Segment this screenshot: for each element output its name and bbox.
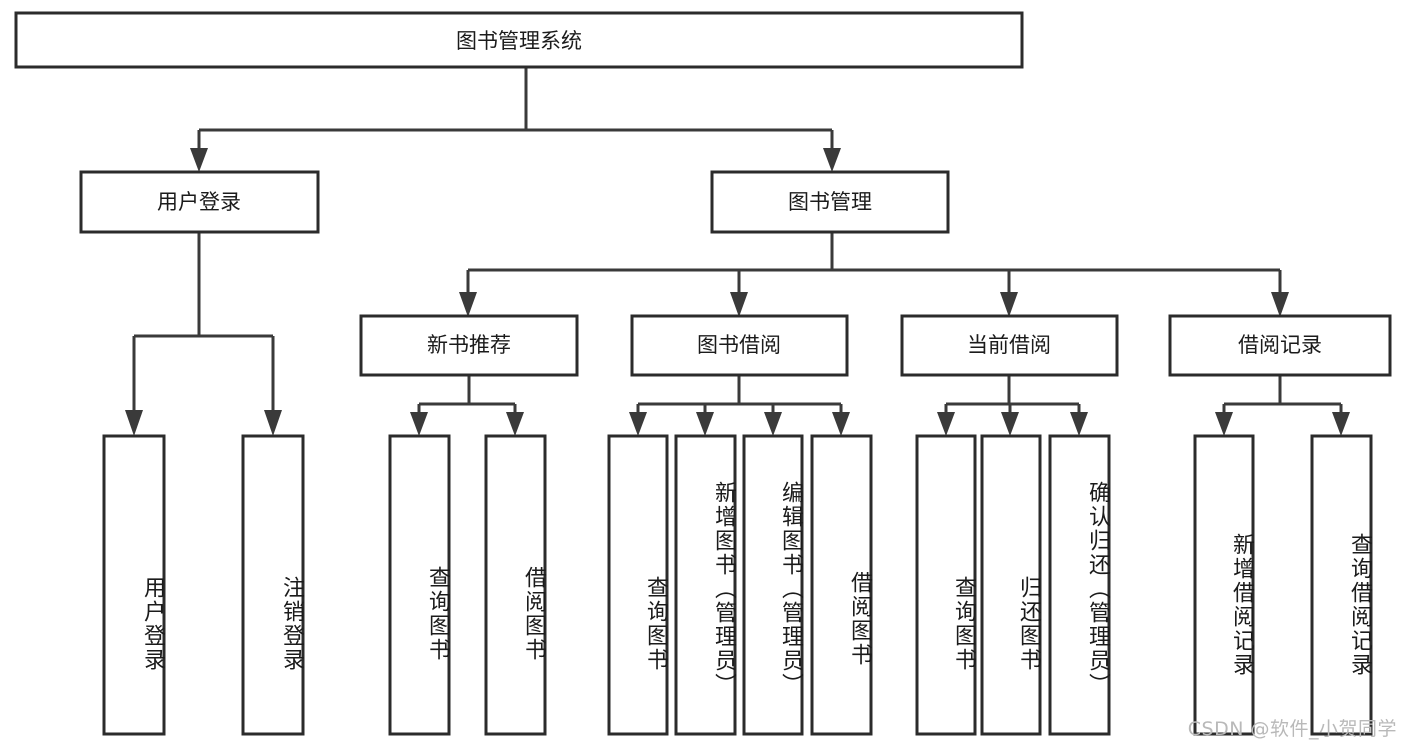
arrow-head-new-book-recommend [459, 292, 477, 317]
arrow-head-leaf-query-book-2 [629, 412, 647, 436]
leaf-user-login-box[interactable] [102, 434, 166, 736]
connector-group-root-to-level2 [190, 67, 841, 172]
leaf-borrow-book-1-box[interactable] [484, 434, 547, 736]
node-borrow-record[interactable]: 借阅记录 [1168, 314, 1392, 377]
leaf-logout-login-box[interactable] [241, 434, 305, 736]
arrow-head-leaf-borrow-book-2 [832, 412, 850, 436]
leaf-query-book-1-box[interactable] [388, 434, 451, 736]
connector-group-new-book-recommend-to-leaves [410, 375, 524, 436]
node-current-borrow-label: 当前借阅 [967, 333, 1051, 357]
arrow-head-leaf-borrow-book-1 [506, 412, 524, 436]
node-borrow-record-label: 借阅记录 [1238, 333, 1322, 357]
node-new-book-recommend[interactable]: 新书推荐 [359, 314, 579, 377]
node-book-borrow-box[interactable] [630, 314, 849, 377]
node-book-borrow-label: 图书借阅 [697, 333, 781, 357]
node-current-borrow[interactable]: 当前借阅 [900, 314, 1119, 377]
arrow-head-leaf-add-record [1215, 412, 1233, 436]
node-book-management-label: 图书管理 [788, 190, 872, 214]
node-root-label: 图书管理系统 [456, 29, 582, 53]
arrow-head-book-borrow [730, 292, 748, 317]
connector-group-user-login-to-leaves [125, 232, 282, 436]
connector-group-borrow-record-to-leaves [1215, 375, 1350, 436]
leaf-query-record-box[interactable] [1310, 434, 1373, 736]
arrow-head-leaf-query-record [1332, 412, 1350, 436]
node-root-box[interactable] [14, 11, 1024, 69]
node-borrow-record-box[interactable] [1168, 314, 1392, 377]
arrow-head-user-login [190, 148, 208, 172]
leaf-add-record-box[interactable] [1193, 434, 1255, 736]
node-root[interactable]: 图书管理系统 [14, 11, 1024, 69]
arrow-head-leaf-add-book [696, 412, 714, 436]
connector-group-current-borrow-to-leaves [937, 375, 1088, 436]
leaf-confirm-return-box[interactable] [1048, 434, 1111, 736]
arrow-head-leaf-user-login [125, 410, 143, 436]
node-new-book-recommend-box[interactable] [359, 314, 579, 377]
arrow-head-leaf-query-book-1 [410, 412, 428, 436]
arrow-head-leaf-return-book [1001, 412, 1019, 436]
node-book-borrow[interactable]: 图书借阅 [630, 314, 849, 377]
leaf-boxes [102, 434, 1373, 736]
leaf-return-book-box[interactable] [980, 434, 1042, 736]
arrow-head-borrow-record [1271, 292, 1289, 317]
connector-group-book-borrow-to-leaves [629, 375, 850, 436]
arrow-head-book-management [823, 148, 841, 172]
node-book-management[interactable]: 图书管理 [710, 170, 950, 234]
node-book-management-box[interactable] [710, 170, 950, 234]
leaf-borrow-book-2-box[interactable] [810, 434, 873, 736]
arrow-head-leaf-confirm-return [1070, 412, 1088, 436]
leaf-add-book-box[interactable] [674, 434, 737, 736]
node-new-book-recommend-label: 新书推荐 [427, 333, 511, 357]
node-user-login-box[interactable] [79, 170, 320, 234]
arrow-head-leaf-logout-login [264, 410, 282, 436]
connector-group-book-management-to-level3 [459, 232, 1289, 317]
leaf-query-book-2-box[interactable] [607, 434, 669, 736]
arrow-head-leaf-query-book-3 [937, 412, 955, 436]
arrow-head-leaf-edit-book [764, 412, 782, 436]
node-user-login-label: 用户登录 [157, 190, 241, 214]
arrow-head-current-borrow [1000, 292, 1018, 317]
csdn-watermark: CSDN @软件_小贺同学 [1187, 718, 1397, 740]
leaf-edit-book-box[interactable] [742, 434, 804, 736]
node-user-login[interactable]: 用户登录 [79, 170, 320, 234]
leaf-query-book-3-box[interactable] [915, 434, 977, 736]
node-current-borrow-box[interactable] [900, 314, 1119, 377]
